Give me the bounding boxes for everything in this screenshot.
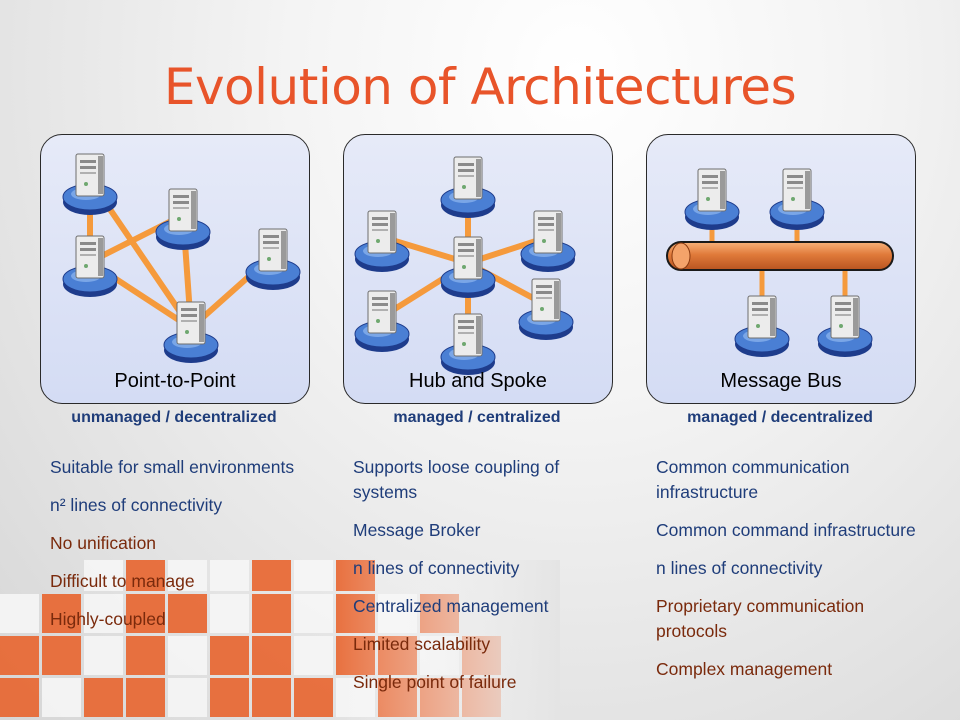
server-node-icon [520,210,576,272]
server-node-icon [440,156,496,218]
server-node-icon [684,168,740,230]
server-node-icon [734,295,790,357]
panel-label-hub-and-spoke: Hub and Spoke [409,370,547,392]
server-nodes [354,156,576,375]
server-node-icon [62,235,118,297]
server-node-icon [245,228,301,290]
tile-pattern-decoration [0,560,560,720]
server-node-icon [354,290,410,352]
server-nodes [62,153,301,363]
message-bus-pipe [666,241,894,271]
server-node-icon [440,236,496,298]
feature-list-point-to-point: Suitable for small environments n² lines… [50,455,310,645]
feature-item: Difficult to manage [50,571,195,591]
feature-list-message-bus: Common communication infrastructure Comm… [656,455,916,695]
server-node-icon [817,295,873,357]
page-title: Evolution of Architectures [163,58,797,116]
subtitle-hub-and-spoke: managed / centralized [393,409,561,426]
feature-item: Common command infrastructure [656,520,916,540]
panel-label-message-bus: Message Bus [720,370,842,392]
server-nodes [684,168,873,357]
feature-item: Centralized management [353,596,549,616]
feature-item: Single point of failure [353,672,517,692]
feature-item: No unification [50,533,157,553]
message-bus-panel: Message Bus [646,134,916,404]
server-node-icon [440,313,496,375]
feature-item: Suitable for small environments [50,457,295,477]
feature-item: n² lines of connectivity [50,495,223,515]
feature-item: Supports loose coupling of systems [353,457,560,502]
feature-item: Proprietary communication protocols [656,596,865,641]
server-node-icon [163,301,219,363]
feature-item: n lines of connectivity [353,558,520,578]
feature-item: Highly-coupled [50,609,166,629]
subtitle-message-bus: managed / decentralized [687,409,873,426]
feature-item: n lines of connectivity [656,558,823,578]
feature-item: Common communication infrastructure [656,457,850,502]
point-to-point-panel: Point-to-Point [40,134,310,404]
server-node-icon [518,278,574,340]
hub-and-spoke-panel: Hub and Spoke [343,134,613,404]
panel-label-point-to-point: Point-to-Point [114,370,236,392]
feature-item: Complex management [656,659,833,679]
server-node-icon [155,188,211,250]
subtitle-point-to-point: unmanaged / decentralized [71,409,277,426]
feature-list-hub-and-spoke: Supports loose coupling of systems Messa… [353,455,613,708]
server-node-icon [769,168,825,230]
server-node-icon [62,153,118,215]
feature-item: Limited scalability [353,634,491,654]
server-node-icon [354,210,410,272]
feature-item: Message Broker [353,520,481,540]
